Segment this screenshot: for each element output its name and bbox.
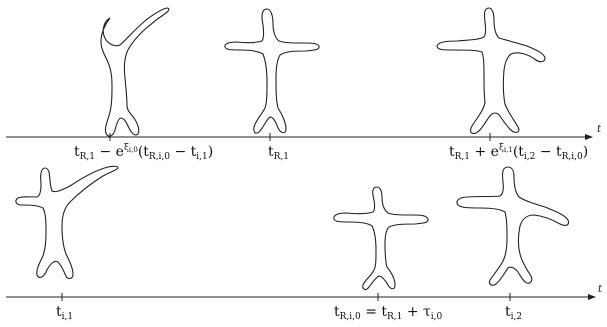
top-axis-label: t [597,124,602,135]
top-label-middle: tR,1 [268,144,289,162]
figure-top-left-waving [100,7,170,137]
bottom-axis-label: t [598,284,603,295]
figure-bottom-left-waving [15,165,119,279]
figure-bottom-right-spread [456,166,570,286]
top-label-right: tR,1 + eξi,1(ti,2 − tR,i,0) [449,143,588,162]
figure-top-middle-neutral [224,8,320,134]
bottom-label-middle: tR,i,0 = tR,1 + τi,0 [334,304,443,322]
figure-top-right-spread [436,7,546,135]
bottom-label-right: ti,2 [505,304,522,322]
top-label-left: tR,1 − eξi,0(tR,i,0 − ti,1) [74,143,213,162]
figure-bottom-middle-neutral [333,186,429,290]
bottom-label-left: ti,1 [56,304,73,322]
